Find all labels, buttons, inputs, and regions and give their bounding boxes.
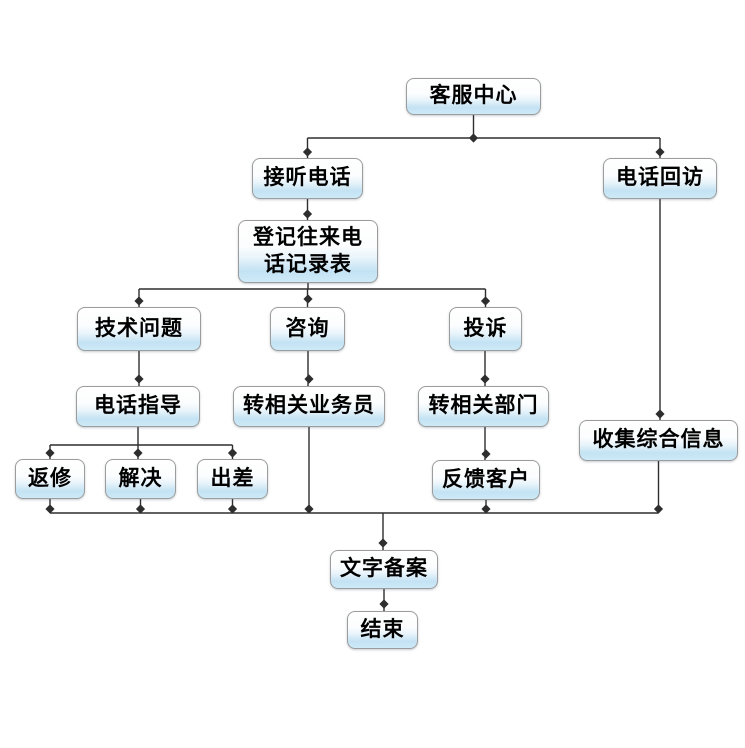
node-register-call-log: 登记往来电 话记录表 [238, 220, 378, 283]
node-end: 结束 [347, 611, 418, 649]
node-written-record: 文字备案 [330, 550, 438, 589]
node-resolve: 解决 [105, 459, 176, 499]
node-consult: 咨询 [270, 307, 345, 351]
node-return-repair: 返修 [15, 459, 85, 499]
node-service-center: 客服中心 [406, 78, 541, 115]
node-complaint: 投诉 [449, 307, 522, 351]
node-feedback-customer: 反馈客户 [432, 460, 540, 500]
node-phone-followup: 电话回访 [603, 158, 717, 199]
node-to-salesperson: 转相关业务员 [233, 386, 385, 427]
node-phone-guidance: 电话指导 [76, 386, 200, 427]
node-tech-issue: 技术问题 [77, 307, 201, 351]
node-answer-call: 接听电话 [252, 158, 363, 199]
node-to-department: 转相关部门 [418, 386, 549, 427]
diamond-markers [45, 133, 665, 609]
node-collect-info: 收集综合信息 [579, 420, 738, 461]
node-business-trip: 出差 [197, 459, 268, 499]
